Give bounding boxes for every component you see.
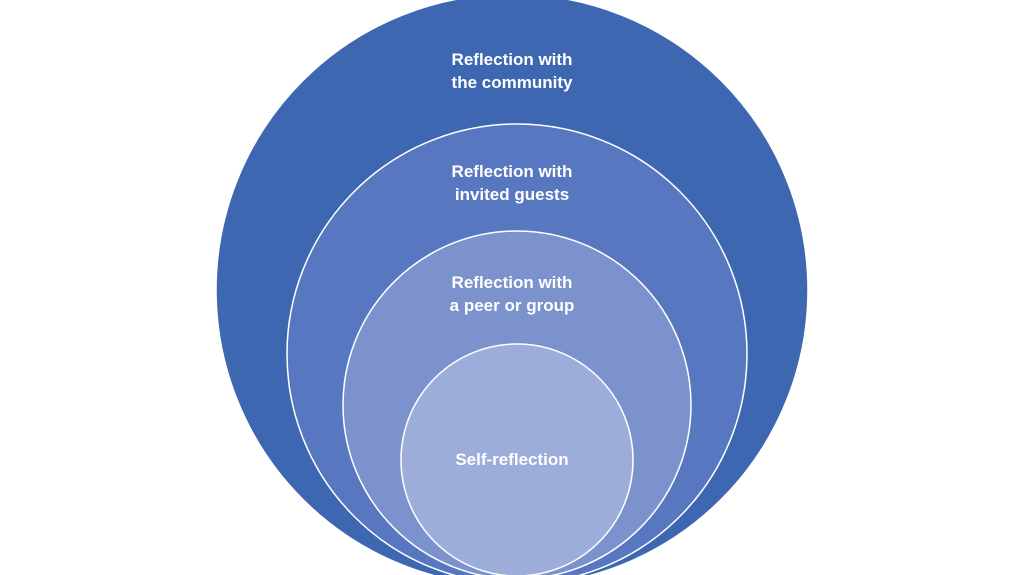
label-self-reflection: Self-reflection xyxy=(362,448,662,471)
label-invited-guests: Reflection with invited guests xyxy=(362,160,662,206)
label-invited-guests-line-2: invited guests xyxy=(454,185,570,204)
label-peer-group-line-2: a peer or group xyxy=(449,296,575,315)
inner-circle-self xyxy=(400,343,634,575)
label-invited-guests-line-1: Reflection with xyxy=(451,162,573,181)
label-peer-group-line-1: Reflection with xyxy=(451,273,573,292)
label-community: Reflection with the community xyxy=(362,48,662,94)
label-self-reflection-line-1: Self-reflection xyxy=(455,450,569,469)
label-community-line-1: Reflection with xyxy=(451,50,573,69)
label-community-line-2: the community xyxy=(451,73,573,92)
label-peer-group: Reflection with a peer or group xyxy=(362,271,662,317)
